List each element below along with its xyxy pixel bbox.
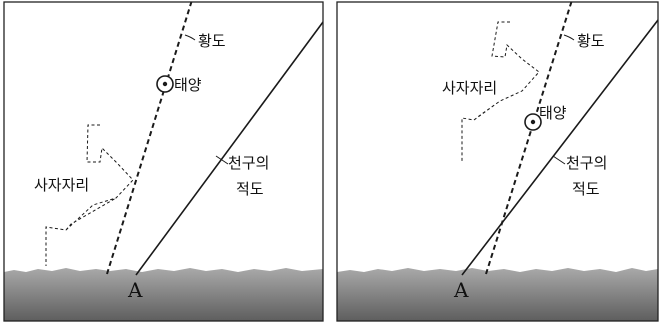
ground [4,268,323,321]
equator-leader [216,156,228,164]
equator-leader [553,156,565,164]
horizon-point-label: A [453,278,469,302]
ecliptic-label: 황도 [577,32,605,50]
equator-label-line1: 천구의 [228,154,269,172]
constellation-label: 사자자리 [442,79,497,97]
equator-label-line2: 적도 [572,180,600,198]
equator-label-line2: 적도 [236,180,264,198]
horizon-point-label: A [127,278,143,302]
ecliptic-label: 황도 [198,32,226,50]
equator-label-line1: 천구의 [566,154,607,172]
ecliptic-leader [564,35,574,40]
celestial-equator-line [136,22,323,275]
ground [337,268,658,321]
ecliptic-leader [185,35,195,40]
sun-icon [157,76,173,92]
constellation-label: 사자자리 [34,176,89,194]
ecliptic-line [107,0,192,274]
sun-label: 태양 [174,76,202,94]
celestial-equator-line [462,20,658,275]
leo-constellation [46,125,133,266]
left-panel: 황도 태양 사자자리 천구의 적도 A [4,0,323,321]
ecliptic-line [486,0,572,274]
sun-label: 태양 [539,104,567,122]
right-panel: 황도 태양 사자자리 천구의 적도 A [337,0,658,321]
